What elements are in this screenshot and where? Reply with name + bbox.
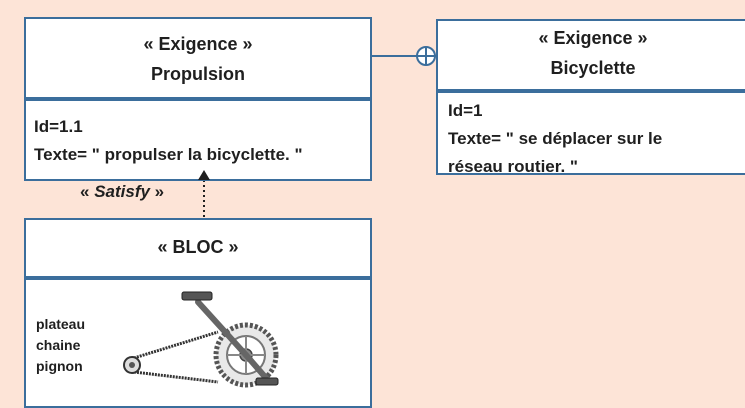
connectors-layer	[198, 46, 437, 217]
crankset-chain-illustration	[123, 291, 279, 388]
requirement-propulsion-text: Texte= " propulser la bicyclette. "	[34, 145, 303, 164]
requirement-propulsion-name: Propulsion	[151, 64, 245, 84]
block-part-chaine: chaine	[36, 337, 81, 353]
satisfy-keyword: Satisfy	[94, 182, 150, 201]
requirement-propulsion: « Exigence » Propulsion Id=1.1 Texte= " …	[24, 17, 372, 181]
requirement-propulsion-stereotype: « Exigence »	[143, 34, 253, 54]
satisfy-dependency-arrow	[198, 170, 210, 217]
satisfy-open-guillemet: «	[80, 182, 95, 201]
requirement-bicyclette-body: Id=1 Texte= " se déplacer sur le réseau …	[438, 93, 745, 181]
pedal-icon	[181, 291, 279, 386]
requirement-bicyclette: « Exigence » Bicyclette Id=1 Texte= " se…	[436, 19, 745, 176]
block-header: « BLOC »	[26, 220, 370, 280]
chain-icon	[133, 330, 219, 384]
requirement-bicyclette-name: Bicyclette	[550, 58, 636, 78]
arrowhead-icon	[198, 170, 210, 180]
satisfy-close-guillemet: »	[149, 182, 165, 201]
block-part-pignon: pignon	[36, 358, 83, 374]
block-parts-list: plateau chaine pignon	[36, 314, 85, 377]
requirement-bicyclette-text-line1: Texte= " se déplacer sur le	[448, 129, 663, 148]
block-part-plateau: plateau	[36, 316, 86, 332]
requirement-bicyclette-stereotype: « Exigence »	[538, 28, 648, 48]
containment-connector	[372, 46, 437, 66]
crank-arm-icon	[195, 299, 269, 381]
block-stereotype: « BLOC »	[157, 237, 239, 257]
requirement-propulsion-header: « Exigence » Propulsion	[26, 19, 370, 101]
requirement-bicyclette-header: « Exigence » Bicyclette	[438, 21, 745, 93]
satisfy-label: « Satisfy »	[80, 180, 164, 204]
requirement-propulsion-body: Id=1.1 Texte= " propulser la bicyclette.…	[26, 101, 370, 169]
requirement-bicyclette-text-line2: réseau routier. "	[448, 157, 578, 176]
requirement-propulsion-id: Id=1.1	[34, 117, 83, 136]
requirement-bicyclette-id: Id=1	[448, 101, 483, 120]
sprocket-icon	[123, 356, 141, 374]
